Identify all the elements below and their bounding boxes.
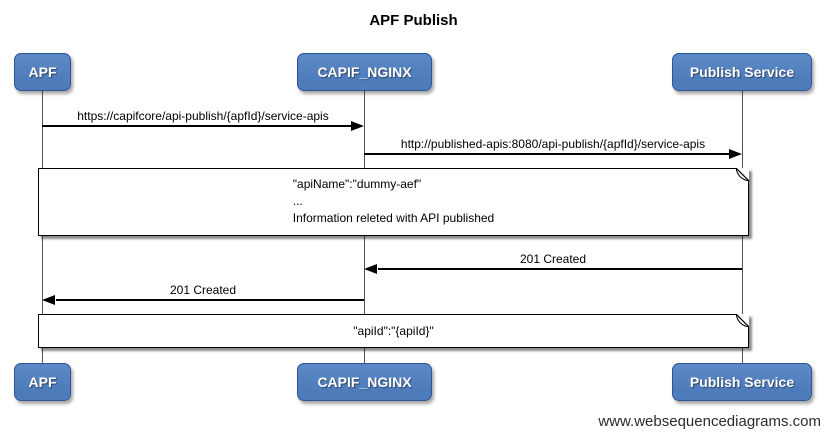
note-line: "apiId":"{apiId}": [353, 324, 434, 338]
message-arrow: [378, 268, 742, 270]
actor-box-publish-service-bottom: Publish Service: [672, 363, 812, 401]
note: "apiId":"{apiId}": [38, 314, 749, 348]
note-line: ...: [292, 194, 303, 208]
arrowhead-left-icon: [42, 295, 55, 305]
diagram-title: APF Publish: [369, 12, 458, 29]
message-label: 201 Created: [169, 283, 237, 297]
message-label: https://capifcore/api-publish/{apfId}/se…: [77, 109, 329, 123]
arrowhead-right-icon: [351, 121, 364, 131]
note-line: Information releted with API published: [292, 211, 495, 225]
arrowhead-left-icon: [364, 264, 377, 274]
actor-label: APF: [28, 64, 57, 80]
actor-box-capif-nginx: CAPIF_NGINX: [297, 53, 432, 91]
actor-box-apf: APF: [14, 53, 71, 91]
note-line: "apiName":"dummy-aef": [292, 177, 422, 191]
folded-corner-icon: [736, 314, 749, 327]
note-text: "apiName":"dummy-aef" ... Information re…: [293, 169, 494, 227]
actor-label: APF: [28, 374, 57, 390]
message-label: 201 Created: [519, 252, 587, 266]
actor-label: CAPIF_NGINX: [317, 374, 412, 390]
actor-label: Publish Service: [689, 64, 795, 80]
actor-label: CAPIF_NGINX: [317, 64, 412, 80]
actor-box-publish-service: Publish Service: [672, 53, 812, 91]
actor-box-apf-bottom: APF: [14, 363, 71, 401]
message-label: http://published-apis:8080/api-publish/{…: [400, 137, 706, 151]
watermark: www.websequencediagrams.com: [598, 413, 821, 430]
actor-box-capif-nginx-bottom: CAPIF_NGINX: [297, 363, 432, 401]
message-arrow: [56, 299, 364, 301]
message-arrow: [364, 153, 730, 155]
arrowhead-right-icon: [729, 149, 742, 159]
folded-corner-icon: [736, 168, 749, 181]
note: "apiName":"dummy-aef" ... Information re…: [38, 168, 749, 236]
message-arrow: [42, 125, 352, 127]
actor-label: Publish Service: [689, 374, 795, 390]
note-text: "apiId":"{apiId}": [39, 315, 748, 347]
